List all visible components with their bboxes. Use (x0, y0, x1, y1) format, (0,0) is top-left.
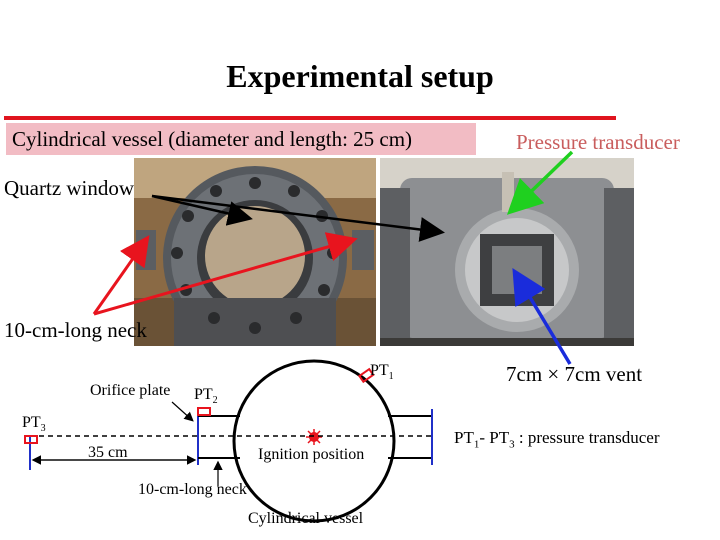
vessel-label: Cylindrical vessel (248, 510, 364, 527)
pt3-marker (24, 435, 38, 444)
pt2-label: PT2 (194, 386, 218, 407)
ignition-label: Ignition position (258, 446, 365, 463)
quartz-arrow-1 (151, 194, 253, 226)
pt1-label: PT1 (370, 362, 394, 383)
slide-title: Experimental setup (226, 58, 494, 94)
pressure-transducer-label: Pressure transducer (516, 130, 680, 154)
vessel-photo-left (134, 158, 376, 346)
title-divider (4, 116, 616, 120)
quartz-window-label: Quartz window (4, 176, 135, 200)
pt3-label: PT3 (22, 414, 46, 435)
vent-label: 7cm × 7cm vent (506, 362, 643, 386)
pt-legend: PT1- PT3 : pressure transducer (454, 428, 660, 451)
diagram-neck-label: 10-cm-long neck (138, 481, 247, 498)
pt2-marker (197, 407, 211, 416)
orifice-plate-label: Orifice plate (90, 382, 171, 399)
pt1-marker (357, 367, 375, 384)
transducer-arrow (506, 150, 574, 215)
quartz-arrow-2 (151, 194, 445, 242)
vessel-circle (232, 359, 396, 523)
neck-arrow-1 (92, 235, 150, 315)
vessel-caption: Cylindrical vessel (diameter and length:… (6, 123, 476, 155)
vent-arrow (512, 267, 572, 365)
neck-label: 10-cm-long neck (4, 318, 147, 342)
neck-arrow-2 (93, 232, 358, 316)
distance-label: 35 cm (88, 444, 128, 461)
